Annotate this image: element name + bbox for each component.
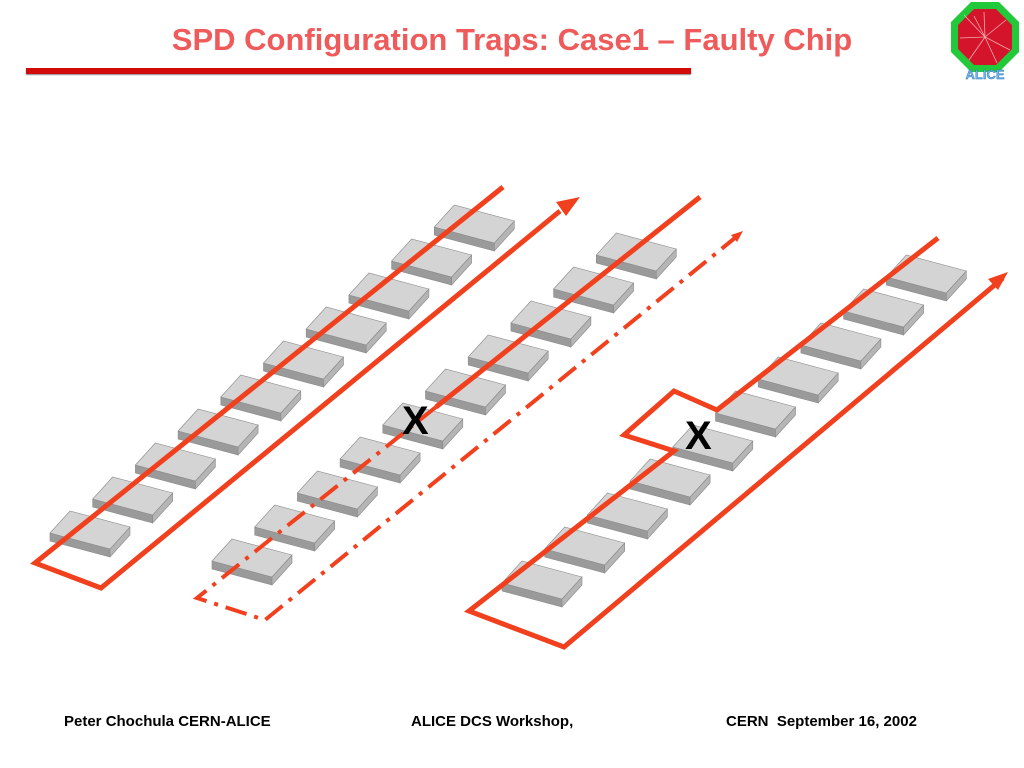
footer-date: CERN September 16, 2002	[726, 713, 917, 730]
chip	[220, 374, 302, 414]
chip	[467, 334, 549, 374]
slide-title: SPD Configuration Traps: Case1 – Faulty …	[171, 22, 853, 57]
faulty-chip-mark-right: X	[685, 414, 712, 458]
arrow-head-right	[988, 272, 1008, 290]
title-underline	[26, 68, 691, 74]
chip	[391, 238, 473, 278]
chip	[672, 424, 754, 464]
chip	[305, 306, 387, 346]
footer-event: ALICE DCS Workshop,	[411, 713, 574, 730]
chip	[134, 442, 216, 482]
chip	[254, 504, 336, 544]
chip	[92, 476, 174, 516]
config-path-left	[30, 185, 562, 591]
faulty-chip-mark-middle: X	[402, 399, 429, 443]
chip	[800, 322, 882, 362]
chip	[510, 300, 592, 340]
footer-author: Peter Chochula CERN-ALICE	[64, 713, 271, 730]
chip	[433, 204, 515, 244]
config-path-right	[463, 236, 1005, 650]
chip	[339, 436, 421, 476]
chip	[553, 266, 635, 306]
alice-logo: ALICE	[951, 2, 1019, 82]
config-path-middle-broken	[192, 231, 743, 623]
chip	[211, 538, 293, 578]
chip	[348, 272, 430, 312]
chip-ladder-middle	[211, 232, 677, 586]
chip	[177, 408, 259, 448]
alice-logo-text: ALICE	[966, 67, 1005, 82]
chip	[382, 402, 464, 442]
chip	[262, 340, 345, 380]
chip	[296, 470, 378, 510]
chip	[424, 368, 507, 408]
chip-ladder-right	[501, 254, 967, 608]
config-path-middle-solid	[434, 195, 702, 409]
chip	[595, 232, 677, 272]
arrow-head-middle	[731, 231, 743, 242]
chip	[757, 356, 839, 396]
chip	[49, 510, 131, 550]
arrow-head-left	[556, 197, 580, 216]
